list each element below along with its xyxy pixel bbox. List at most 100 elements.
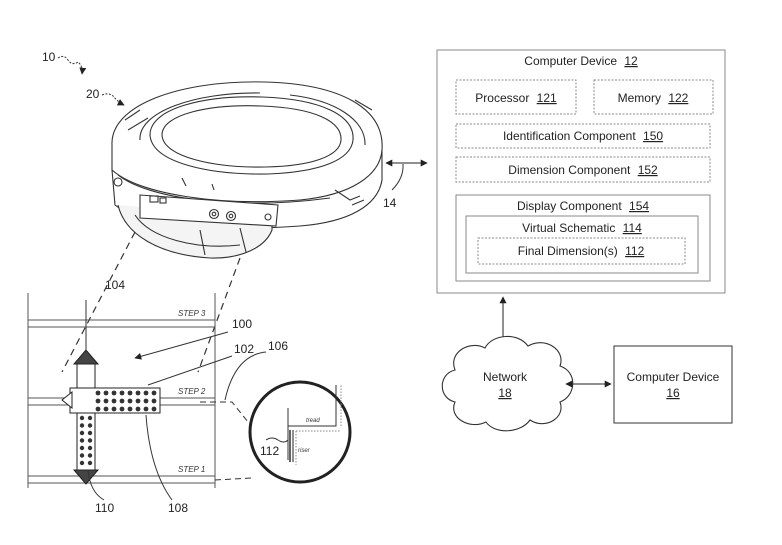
display-component-box — [455, 194, 711, 282]
ref-20-label: 20 — [86, 87, 100, 101]
grid-dot — [103, 390, 109, 396]
grid-dot — [87, 430, 93, 436]
virtual-schematic-label: Virtual Schematic — [522, 221, 615, 235]
computer-device-12-ref: 12 — [624, 54, 638, 68]
network-cloud — [441, 335, 574, 432]
grid-dot — [79, 423, 85, 428]
display-component-text: Display Component 154 — [517, 199, 649, 213]
hologram-dot-grid — [79, 390, 157, 466]
memory-box — [593, 79, 714, 115]
grid-dot — [87, 445, 93, 451]
processor-ref: 121 — [537, 91, 557, 105]
headset-illustration — [111, 81, 383, 259]
grid-dot — [151, 390, 157, 396]
computer-device-12: Computer Device 12 Processor 121 Memory … — [436, 49, 726, 294]
virtual-schematic-text: Virtual Schematic 114 — [522, 221, 642, 235]
grid-dot — [87, 415, 93, 421]
grid-dot — [143, 390, 149, 396]
grid-dot — [111, 398, 117, 404]
grid-dot — [79, 453, 85, 458]
ref-104-label: 104 — [105, 278, 125, 292]
step-3-label: STEP 3 — [178, 309, 206, 318]
grid-dot — [143, 398, 149, 404]
computer-device-16-ref: 16 — [666, 386, 680, 400]
ref-14-leader — [391, 163, 404, 191]
grid-dot — [135, 398, 141, 404]
ref-14-label: 14 — [383, 196, 397, 210]
grid-dot — [95, 398, 101, 404]
grid-dot — [103, 406, 109, 412]
dimension-component-label: Dimension Component — [508, 163, 631, 177]
zoom-label-riser: riser — [298, 448, 311, 454]
ref-10-leader — [57, 55, 87, 75]
virtual-schematic-box — [465, 215, 699, 274]
step-2-label: STEP 2 — [178, 387, 206, 396]
identification-component-ref: 150 — [643, 129, 663, 143]
grid-dot — [95, 406, 101, 412]
zoom-connector-lower — [214, 477, 253, 481]
display-component-ref: 154 — [629, 199, 649, 213]
staircase-view — [27, 293, 216, 488]
grid-dot — [95, 390, 101, 396]
projection-line-right — [197, 257, 241, 373]
grid-dot — [127, 390, 133, 396]
zoom-label-tread: tread — [306, 418, 320, 424]
final-dimensions-box — [477, 237, 686, 265]
computer-device-16 — [613, 345, 733, 424]
dimension-component-text: Dimension Component 152 — [508, 163, 658, 177]
ref-106-label: 106 — [268, 339, 288, 353]
network-ref: 18 — [498, 386, 512, 400]
ref-110-leader — [87, 469, 105, 501]
grid-dot — [151, 398, 157, 404]
grid-dot — [143, 406, 149, 412]
grid-dot — [79, 415, 85, 421]
grid-dot — [79, 445, 85, 451]
memory-label: Memory — [618, 91, 661, 105]
final-dimensions-text: Final Dimension(s) 112 — [518, 244, 645, 258]
zoom-connector-upper — [200, 401, 257, 433]
grid-dot — [103, 398, 109, 404]
identification-component-box — [455, 123, 711, 149]
processor-text: Processor 121 — [475, 91, 557, 105]
display-component-label: Display Component — [517, 199, 622, 213]
grid-dot — [79, 460, 85, 466]
step-1-label: STEP 1 — [178, 465, 205, 474]
projection-line-left — [61, 231, 136, 373]
ref-108-leader — [145, 414, 173, 501]
grid-dot — [79, 438, 85, 443]
hologram-tool — [61, 349, 161, 485]
identification-component-text: Identification Component 150 — [503, 129, 663, 143]
grid-dot — [87, 423, 93, 428]
computer-device-12-title: Computer Device — [524, 54, 617, 68]
grid-dot — [87, 460, 93, 466]
grid-dot — [135, 406, 141, 412]
computer-device-16-title: Computer Device — [627, 370, 720, 384]
grid-dot — [87, 453, 93, 458]
zoom-circle — [248, 380, 352, 484]
grid-dot — [119, 398, 125, 404]
grid-dot — [111, 406, 117, 412]
dimension-component-box — [455, 156, 711, 183]
ref-106-leader — [224, 351, 267, 401]
computer-device-12-title-text: Computer Device 12 — [524, 54, 638, 68]
grid-dot — [119, 390, 125, 396]
ref-10-label: 10 — [42, 50, 56, 64]
processor-label: Processor — [475, 91, 529, 105]
memory-text: Memory 122 — [618, 91, 689, 105]
grid-dot — [135, 390, 141, 396]
grid-dot — [151, 406, 157, 412]
ref-112-zoom-label: 112 — [260, 444, 279, 458]
grid-dot — [127, 398, 133, 404]
grid-dot — [79, 430, 85, 436]
grid-dot — [119, 406, 125, 412]
ref-102-leader — [147, 355, 233, 386]
network-label: Network — [483, 370, 528, 384]
dimension-component-ref: 152 — [638, 163, 658, 177]
ref-110-label: 110 — [95, 501, 114, 515]
virtual-schematic-ref: 114 — [623, 221, 642, 235]
processor-box — [455, 79, 577, 115]
ref-20-leader — [101, 93, 125, 106]
ref-100-label: 100 — [232, 317, 252, 331]
grid-dot — [87, 438, 93, 443]
